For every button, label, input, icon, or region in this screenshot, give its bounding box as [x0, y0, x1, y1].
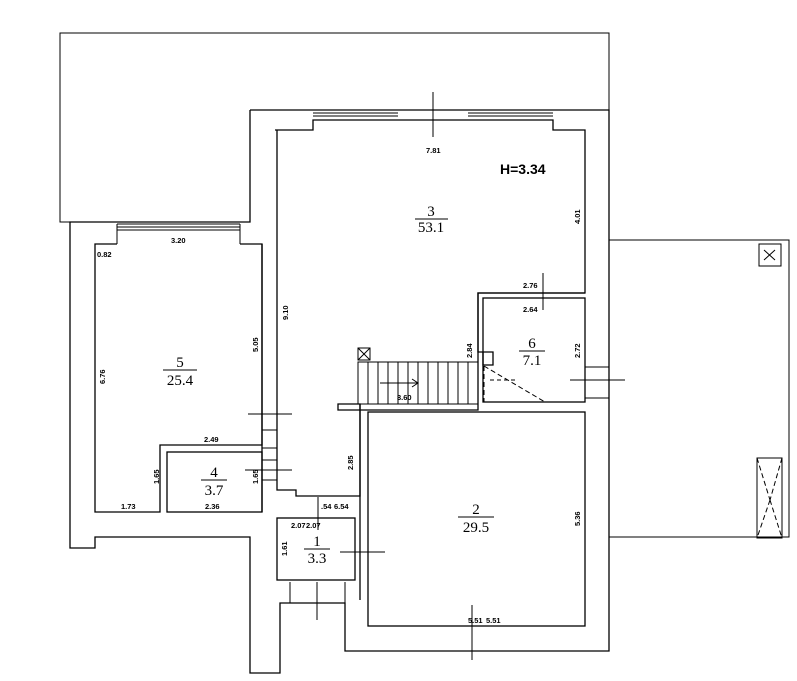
dim-room1-top-c: .54	[321, 502, 332, 511]
exterior-wall-inner	[275, 119, 586, 366]
staircase	[357, 347, 546, 405]
window-top	[313, 92, 553, 137]
vent-top-icon	[758, 243, 782, 267]
room-4-outline	[166, 451, 263, 513]
dim-room4-left: 1.65	[251, 469, 260, 484]
dim-room1-left: 1.61	[280, 541, 289, 556]
dim-room5-lower: 1.65	[152, 469, 161, 484]
dim-room5-bottom: 1.73	[121, 502, 136, 511]
dim-room5-corner: 0.82	[97, 250, 112, 259]
dim-room4-bottom: 2.36	[205, 502, 220, 511]
dim-room3-step2: 2.64	[523, 305, 538, 314]
room-3-outline	[276, 130, 585, 497]
dim-room3-left: 9.10	[281, 305, 290, 320]
dim-room4-top: 2.49	[204, 435, 219, 444]
room-6-outline	[482, 297, 586, 403]
dim-room2-bottom-a: 5.51	[468, 616, 483, 625]
dim-room3-bottom-left: 2.85	[346, 455, 355, 470]
dim-stair: 3.60	[397, 393, 412, 402]
vent-bottom-icon	[756, 457, 783, 539]
dim-stair-side: 2.84	[465, 343, 474, 358]
dim-room1-top-a: 2.07	[291, 521, 306, 530]
dimension-labels: 7.81 4.01 9.10 2.76 2.64 2.84 3.60 2.85 …	[97, 146, 582, 625]
dim-room1-top-b: 2.07	[306, 521, 321, 530]
dim-room5-right: 5.05	[251, 337, 260, 352]
dim-room6-right: 2.72	[573, 343, 582, 358]
dim-room3-top: 7.81	[426, 146, 441, 155]
room-area: 3.3	[308, 551, 327, 567]
room-area: 53.1	[418, 220, 444, 236]
room-area: 7.1	[523, 353, 542, 369]
terrace-right-outline	[609, 239, 790, 538]
room-area: 29.5	[463, 520, 489, 536]
dim-room2-bottom-b: 5.51	[486, 616, 501, 625]
dim-room5-left: 6.76	[98, 369, 107, 384]
dim-room2-right: 5.36	[573, 511, 582, 526]
room-3-label: 3 53.1	[415, 204, 448, 236]
ceiling-height: H=3.34	[500, 161, 546, 177]
room-number: 5	[176, 355, 184, 371]
room-number: 2	[472, 502, 480, 518]
room-number: 6	[528, 336, 536, 352]
room-area: 3.7	[205, 483, 224, 499]
room-2-label: 2 29.5	[458, 502, 494, 536]
room-area: 25.4	[167, 373, 194, 389]
room-number: 3	[427, 204, 435, 220]
dim-room1-top-d: 6.54	[334, 502, 349, 511]
window-room5	[116, 223, 241, 244]
dim-room3-right: 4.01	[573, 209, 582, 224]
room-4-label: 4 3.7	[201, 465, 227, 499]
room-1-outline	[276, 517, 356, 581]
room-2-outline	[367, 411, 586, 627]
terrace-top-outline	[59, 32, 610, 223]
room-6-label: 6 7.1	[519, 336, 545, 369]
dim-room3-step: 2.76	[523, 281, 538, 290]
dim-room5-top: 3.20	[171, 236, 186, 245]
room-number: 4	[210, 465, 218, 481]
exterior-wall-outer	[69, 109, 610, 674]
room-number: 1	[313, 534, 321, 550]
room-5-label: 5 25.4	[163, 355, 197, 389]
room-1-label: 1 3.3	[304, 534, 330, 567]
